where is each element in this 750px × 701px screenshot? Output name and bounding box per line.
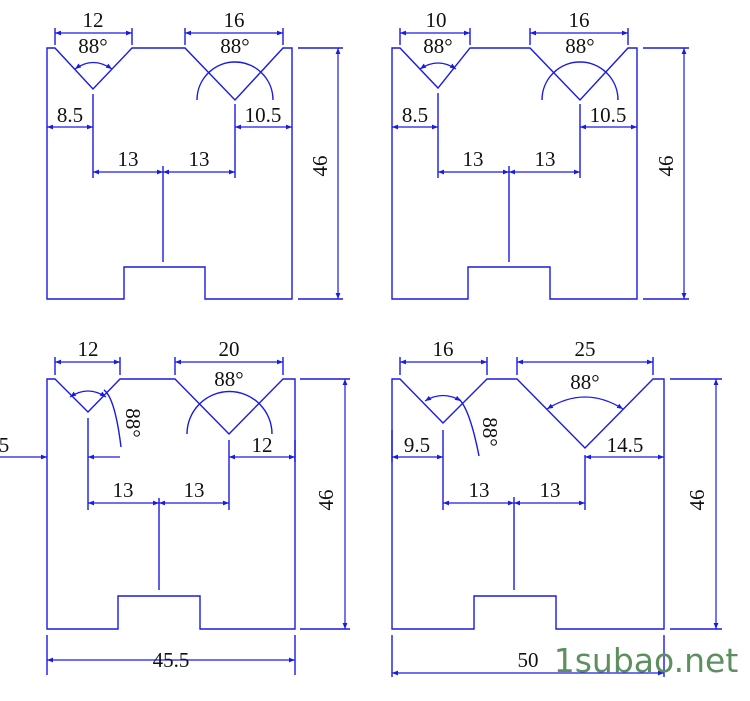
extension-lines (399, 28, 689, 300)
label-left-angle: 88° (121, 408, 145, 437)
label-right-angle: 88° (565, 34, 594, 58)
label-right-offset: 12 (252, 433, 273, 457)
label-center-right: 13 (189, 147, 210, 171)
drawing-3: 12 88° 20 88° 5 12 13 13 46 45.5 (0, 337, 350, 675)
angle-leader (458, 398, 480, 457)
label-left-v-width: 10 (426, 8, 447, 32)
label-left-v-width: 16 (433, 337, 454, 361)
label-left-angle: 88° (78, 34, 107, 58)
label-center-left: 13 (113, 478, 134, 502)
label-center-right: 13 (184, 478, 205, 502)
angle-arc-left (419, 62, 457, 70)
label-right-angle: 88° (214, 367, 243, 391)
angle-arc-right (546, 396, 624, 410)
label-right-offset: 10.5 (245, 103, 282, 127)
label-height: 46 (654, 156, 678, 177)
extension-lines (391, 357, 722, 677)
angle-arc-left (74, 61, 113, 70)
drawing-1: 12 88° 16 88° 8.5 10.5 13 13 46 (46, 8, 343, 300)
label-center-left: 13 (469, 478, 490, 502)
label-center-right: 13 (540, 478, 561, 502)
label-width: 50 (518, 648, 539, 672)
label-center-left: 13 (118, 147, 139, 171)
angle-leader (103, 389, 122, 448)
label-left-offset: 8.5 (402, 103, 428, 127)
label-right-v-width: 20 (219, 337, 240, 361)
angle-arc-right (186, 390, 273, 435)
die-outline (46, 47, 293, 300)
label-right-angle: 88° (220, 34, 249, 58)
label-right-offset: 14.5 (607, 433, 644, 457)
label-right-v-width: 16 (224, 8, 245, 32)
label-center-left: 13 (463, 147, 484, 171)
die-outline (391, 378, 665, 630)
angle-arc-right (541, 61, 619, 101)
extension-lines (54, 28, 343, 300)
label-left-offset: 8.5 (57, 103, 83, 127)
angle-arc-left (424, 394, 462, 402)
drawing-2: 10 88° 16 88° 8.5 10.5 13 13 46 (391, 8, 689, 300)
angle-arc-left (69, 390, 107, 398)
label-left-angle: 88° (478, 417, 502, 446)
label-right-angle: 88° (570, 370, 599, 394)
watermark: 1subao.net (554, 641, 739, 680)
label-height: 46 (314, 490, 338, 511)
label-left-angle: 88° (423, 34, 452, 58)
label-left-offset: 9.5 (404, 433, 430, 457)
die-outline (46, 378, 296, 630)
label-left-v-width: 12 (83, 8, 104, 32)
label-height: 46 (685, 490, 709, 511)
label-left-offset: 5 (0, 433, 9, 457)
label-left-v-width: 12 (78, 337, 99, 361)
extension-lines (46, 357, 350, 675)
label-center-right: 13 (535, 147, 556, 171)
die-outline (391, 47, 638, 300)
label-right-v-width: 25 (575, 337, 596, 361)
label-width: 45.5 (153, 648, 190, 672)
label-right-v-width: 16 (569, 8, 590, 32)
label-right-offset: 10.5 (590, 103, 627, 127)
label-height: 46 (308, 156, 332, 177)
drawing-4: 16 88° 25 88° 9.5 14.5 13 13 46 50 (391, 337, 722, 677)
angle-arc-right (196, 61, 274, 101)
